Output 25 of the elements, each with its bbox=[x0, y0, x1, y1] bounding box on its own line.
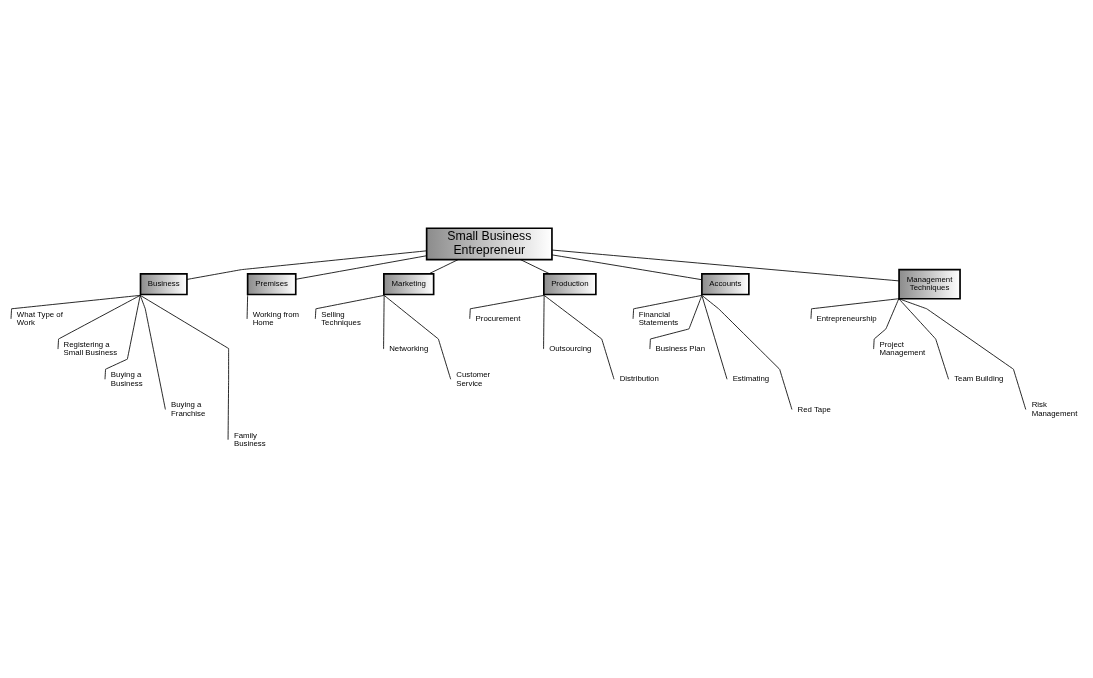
connector bbox=[898, 298, 1027, 410]
connector bbox=[186, 250, 428, 280]
connector bbox=[543, 294, 545, 350]
connector bbox=[701, 294, 728, 380]
connector bbox=[551, 254, 703, 281]
connector bbox=[383, 294, 452, 380]
connector bbox=[295, 255, 427, 280]
connector bbox=[246, 294, 249, 320]
connector bbox=[520, 259, 550, 275]
connector bbox=[139, 294, 166, 410]
connector bbox=[649, 294, 703, 350]
connector bbox=[57, 294, 141, 350]
connector bbox=[632, 294, 703, 320]
connector bbox=[139, 294, 230, 441]
connector bbox=[551, 249, 900, 282]
connector bbox=[543, 294, 615, 380]
connector bbox=[701, 294, 793, 410]
connector bbox=[898, 298, 949, 380]
node-box: Small Business Entrepreneur bbox=[425, 227, 553, 261]
connector bbox=[873, 298, 900, 350]
connector bbox=[383, 294, 385, 350]
connector bbox=[428, 259, 459, 275]
connector bbox=[314, 294, 385, 320]
connector bbox=[104, 294, 141, 380]
connector bbox=[810, 298, 900, 320]
